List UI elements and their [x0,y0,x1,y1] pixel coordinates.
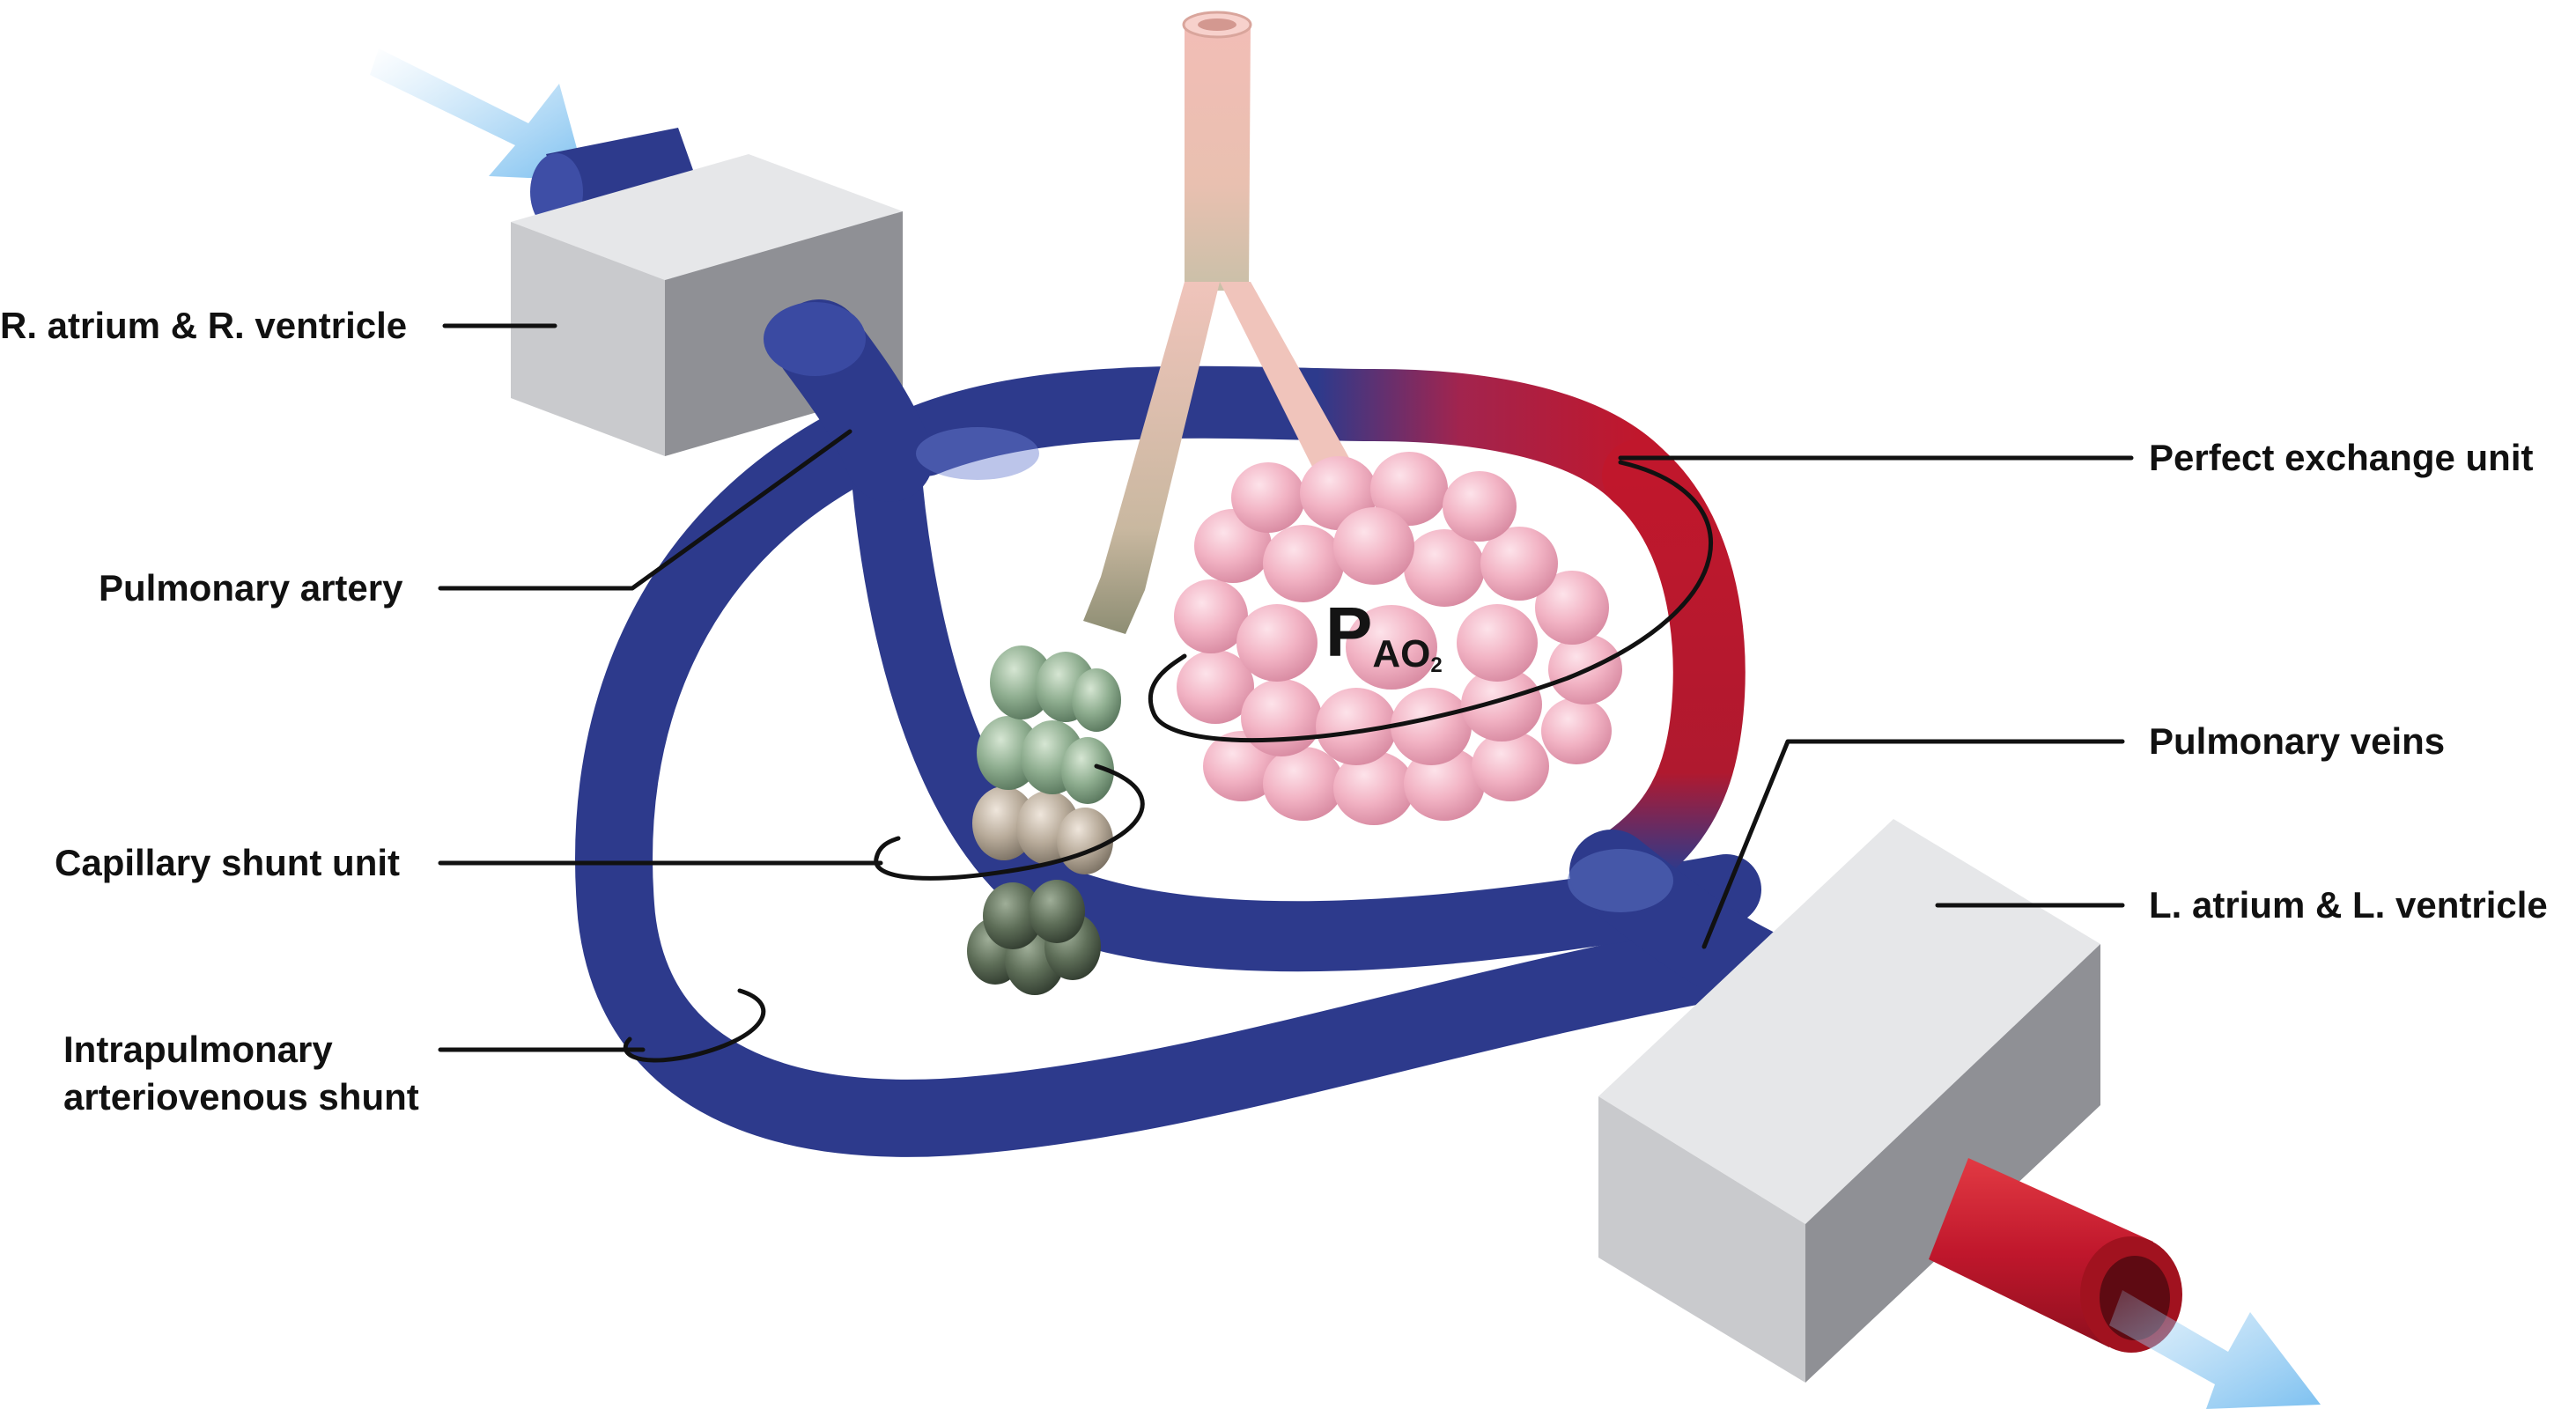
label-l-heart: L. atrium & L. ventricle [2149,884,2548,926]
leader-lines [438,323,2134,1052]
oxygenated-return-vessel [1576,439,1746,908]
airway-trachea [1182,11,1252,291]
alveolar-po2-label: PAO2 [1325,593,1443,677]
svg-text:PAO2: PAO2 [1325,593,1443,677]
av-shunt-loop [623,988,766,1063]
label-ip-shunt-line1: Intrapulmonary [63,1029,333,1070]
airway-left-bronchus [1083,282,1220,634]
label-perfect-exchange: Perfect exchange unit [2149,437,2533,478]
leader-pulmonary-veins [1701,739,2125,949]
inflow-arrow [370,48,586,181]
leader-pulmonary-artery [438,429,853,591]
labels: R. atrium & R. ventricle Pulmonary arter… [0,305,2548,1118]
perfect-exchange-vessel [889,365,1674,512]
pao2-gas-subscript: 2 [1430,653,1442,677]
pao2-subscript: A [1372,632,1400,675]
pao2-gas: O [1400,632,1430,675]
outflow-arrow [2109,1290,2321,1409]
label-pulmonary-veins: Pulmonary veins [2149,720,2445,762]
alveoli-cluster [1174,452,1622,825]
label-r-heart: R. atrium & R. ventricle [0,305,407,346]
label-capillary-shunt: Capillary shunt unit [55,842,400,883]
capillary-shunt-loop [874,764,1145,881]
label-ip-shunt-line2: arteriovenous shunt [63,1076,419,1118]
pao2-symbol: P [1325,593,1372,671]
intrapulmonary-av-shunt-vessel [575,410,1765,1157]
label-pulmonary-artery: Pulmonary artery [99,567,403,609]
perfect-exchange-loop [1148,460,1713,743]
left-heart-box [1598,819,2100,1383]
shunt-alveoli-cluster [967,645,1121,995]
